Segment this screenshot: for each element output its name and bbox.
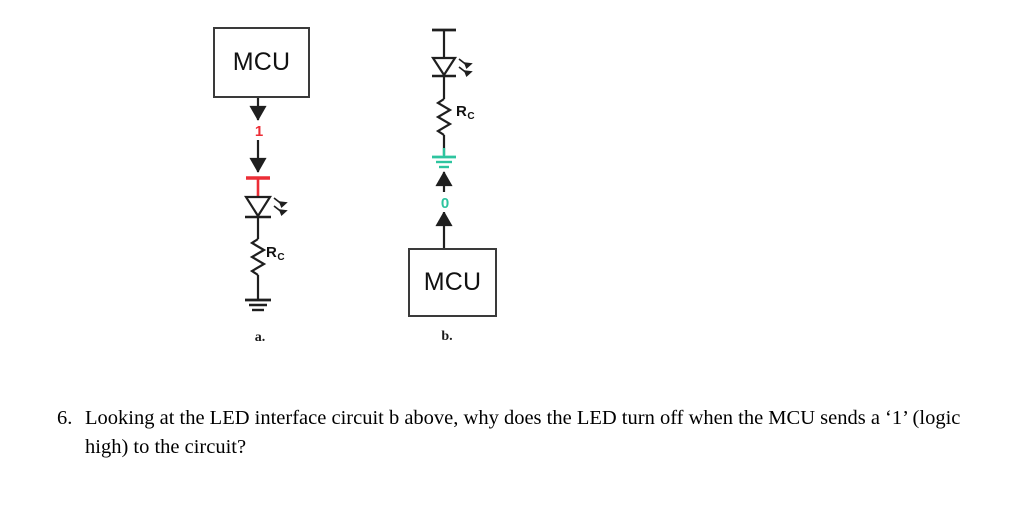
resistor-label-b-subscript: C bbox=[467, 111, 475, 122]
question-block: 6. Looking at the LED interface circuit … bbox=[57, 404, 967, 462]
logic-level-label-b: 0 bbox=[434, 195, 456, 212]
logic-level-label-a: 1 bbox=[248, 123, 270, 140]
resistor-a-icon bbox=[249, 238, 267, 276]
question-text: Looking at the LED interface circuit b a… bbox=[85, 407, 961, 459]
resistor-label-a-letter: R bbox=[266, 244, 277, 261]
figure-caption-b: b. bbox=[441, 329, 453, 344]
mcu-block-b: MCU bbox=[408, 248, 497, 317]
led-a-icon bbox=[244, 195, 288, 219]
resistor-label-a-subscript: C bbox=[277, 252, 285, 263]
circuit-a-group bbox=[244, 98, 288, 312]
figure-caption-a: a. bbox=[254, 330, 266, 345]
figure-area: MCU MCU 1 0 RC RC a. b. bbox=[213, 27, 497, 345]
resistor-label-a: RC bbox=[266, 244, 285, 263]
circuit-diagram-svg bbox=[244, 28, 473, 312]
resistor-b-icon bbox=[435, 98, 453, 136]
mcu-block-a: MCU bbox=[213, 27, 310, 98]
resistor-label-b: RC bbox=[456, 103, 475, 122]
ground-a-icon bbox=[245, 298, 271, 312]
question-number: 6. bbox=[57, 407, 73, 429]
resistor-label-b-letter: R bbox=[456, 103, 467, 120]
circuit-b-group bbox=[430, 28, 473, 248]
mcu-block-b-label: MCU bbox=[423, 268, 482, 296]
ground-b-icon bbox=[432, 155, 456, 169]
led-b-icon bbox=[430, 56, 473, 78]
mcu-block-a-label: MCU bbox=[232, 48, 291, 76]
